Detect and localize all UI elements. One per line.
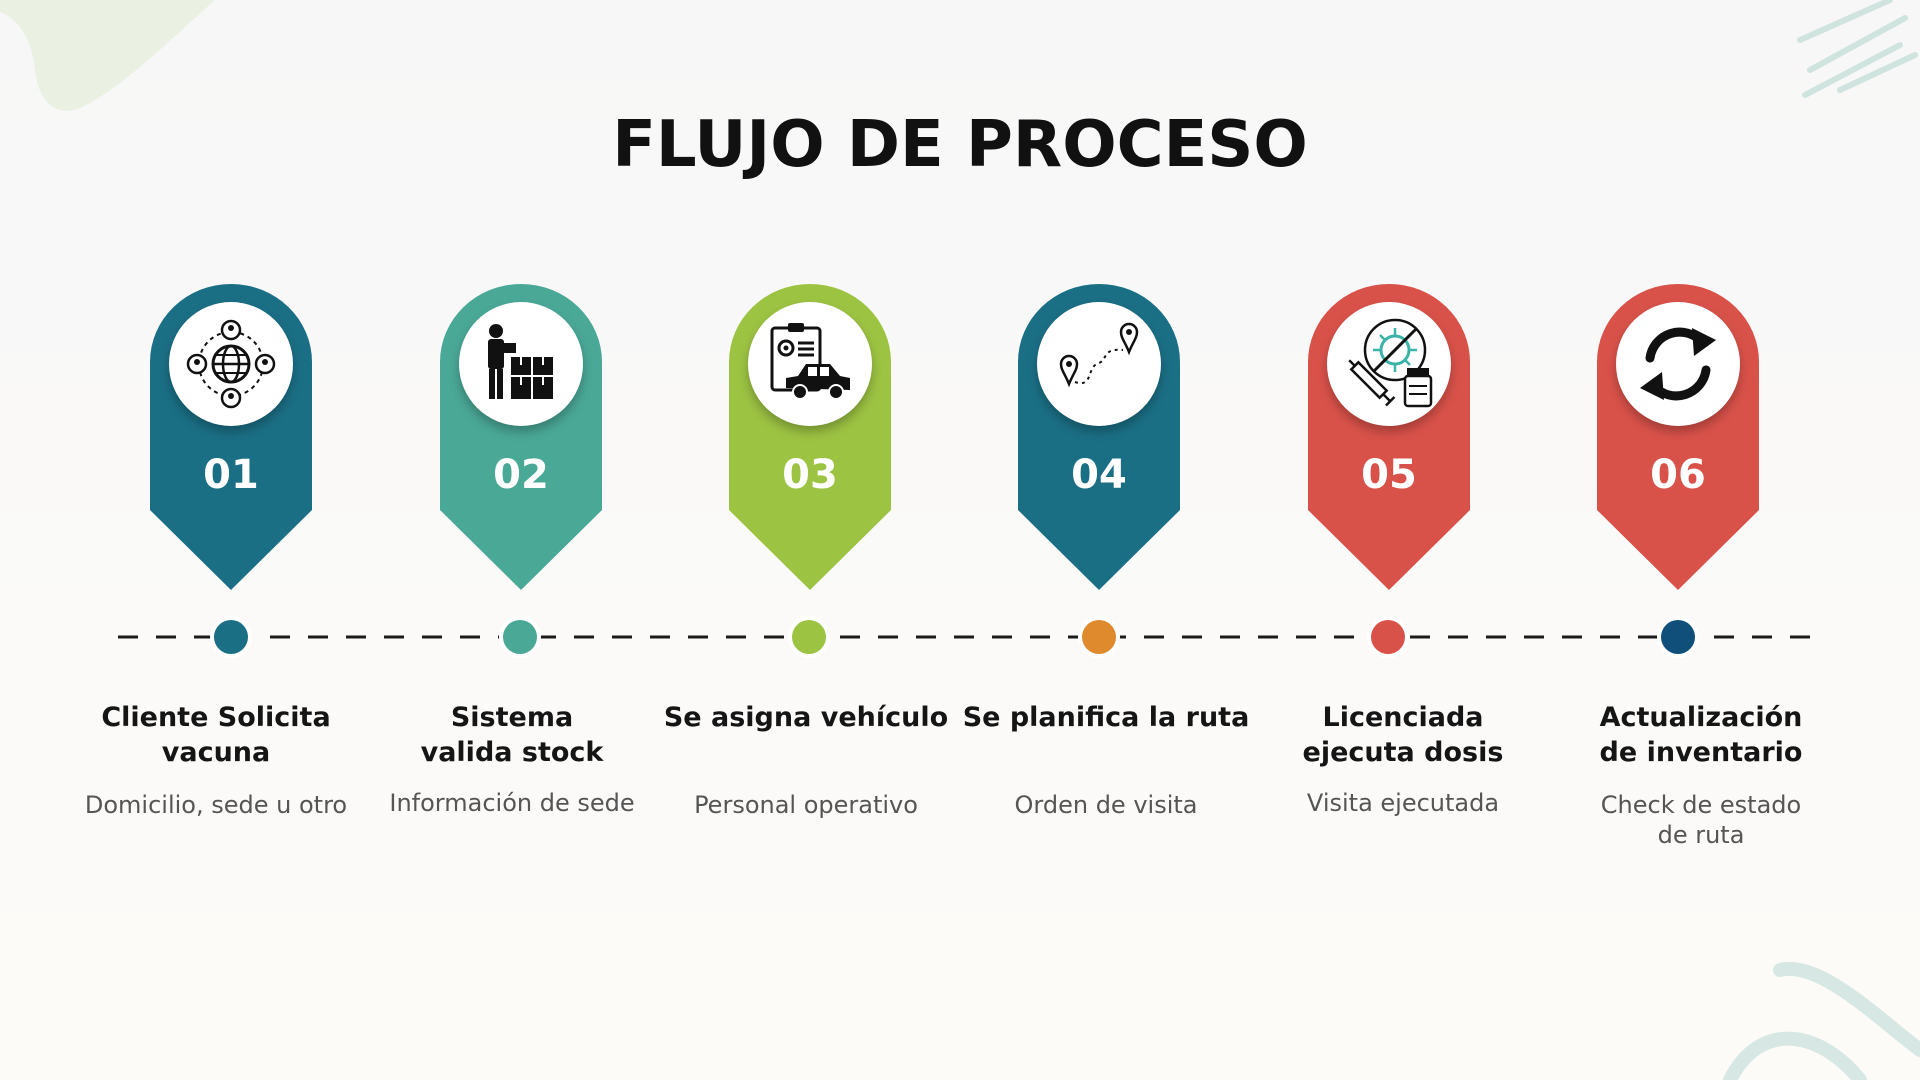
vaccine-syringe-icon xyxy=(1348,318,1433,408)
step-05-icon-circle xyxy=(1327,302,1451,426)
step-02-icon-circle xyxy=(459,302,583,426)
step-03-label: Se asigna vehículo xyxy=(663,702,949,733)
step-03-number: 03 xyxy=(782,452,838,498)
warehouse-worker-icon xyxy=(488,324,553,399)
step-02: 02 xyxy=(440,284,602,590)
step-05-pin: 05 xyxy=(1308,284,1470,590)
step-05: 05 xyxy=(1308,284,1470,590)
step-02-label: Sistema valida stock xyxy=(420,702,604,768)
timeline-dot-06 xyxy=(1661,620,1695,654)
step-06-pin: 06 xyxy=(1597,284,1759,590)
step-01-pin: 01 xyxy=(150,284,312,590)
step-04-icon-circle xyxy=(1037,302,1161,426)
refresh-cycle-icon xyxy=(1640,327,1716,401)
decorative-leaf-top-left xyxy=(0,0,215,111)
route-map-icon xyxy=(1059,322,1139,388)
decorative-brush-top-right xyxy=(1797,0,1918,98)
timeline-dot-01 xyxy=(214,620,248,654)
page-title: FLUJO DE PROCESO xyxy=(612,108,1308,182)
timeline-dot-04 xyxy=(1082,620,1116,654)
step-01-label: Cliente Solicita vacuna xyxy=(101,702,331,768)
step-06-label: Actualización de inventario xyxy=(1599,702,1803,768)
step-04-description: Orden de visita xyxy=(1014,791,1198,819)
step-02-description: Información de sede xyxy=(389,789,635,817)
step-01-description: Domicilio, sede u otro xyxy=(84,791,348,819)
step-01-icon-circle xyxy=(169,302,293,426)
vehicle-assignment-icon xyxy=(770,323,850,400)
step-01-number: 01 xyxy=(203,452,259,498)
step-05-number: 05 xyxy=(1361,452,1417,498)
step-03-icon-circle xyxy=(748,302,872,426)
step-02-number: 02 xyxy=(493,452,549,498)
step-04-label: Se planifica la ruta xyxy=(962,702,1250,733)
decorative-swoosh-bottom-right xyxy=(1723,961,1920,1080)
step-01: 01 xyxy=(150,284,312,590)
step-03-description: Personal operativo xyxy=(694,791,918,819)
step-03: 03 xyxy=(729,284,891,590)
step-06-number: 06 xyxy=(1650,452,1706,498)
timeline-dot-05 xyxy=(1371,620,1405,654)
step-04-number: 04 xyxy=(1071,452,1127,498)
step-06-description: Check de estado de ruta xyxy=(1600,791,1802,849)
step-06: 06 xyxy=(1597,284,1759,590)
step-03-pin: 03 xyxy=(729,284,891,590)
global-network-icon xyxy=(186,319,276,409)
step-05-label: Licenciada ejecuta dosis xyxy=(1302,702,1504,768)
step-02-pin: 02 xyxy=(440,284,602,590)
step-06-icon-circle xyxy=(1616,302,1740,426)
step-04: 04 xyxy=(1018,284,1180,590)
step-04-pin: 04 xyxy=(1018,284,1180,590)
timeline-dot-02 xyxy=(503,620,537,654)
timeline-dot-03 xyxy=(792,620,826,654)
timeline-dashed-line xyxy=(118,635,1828,639)
step-05-description: Visita ejecutada xyxy=(1306,789,1500,817)
